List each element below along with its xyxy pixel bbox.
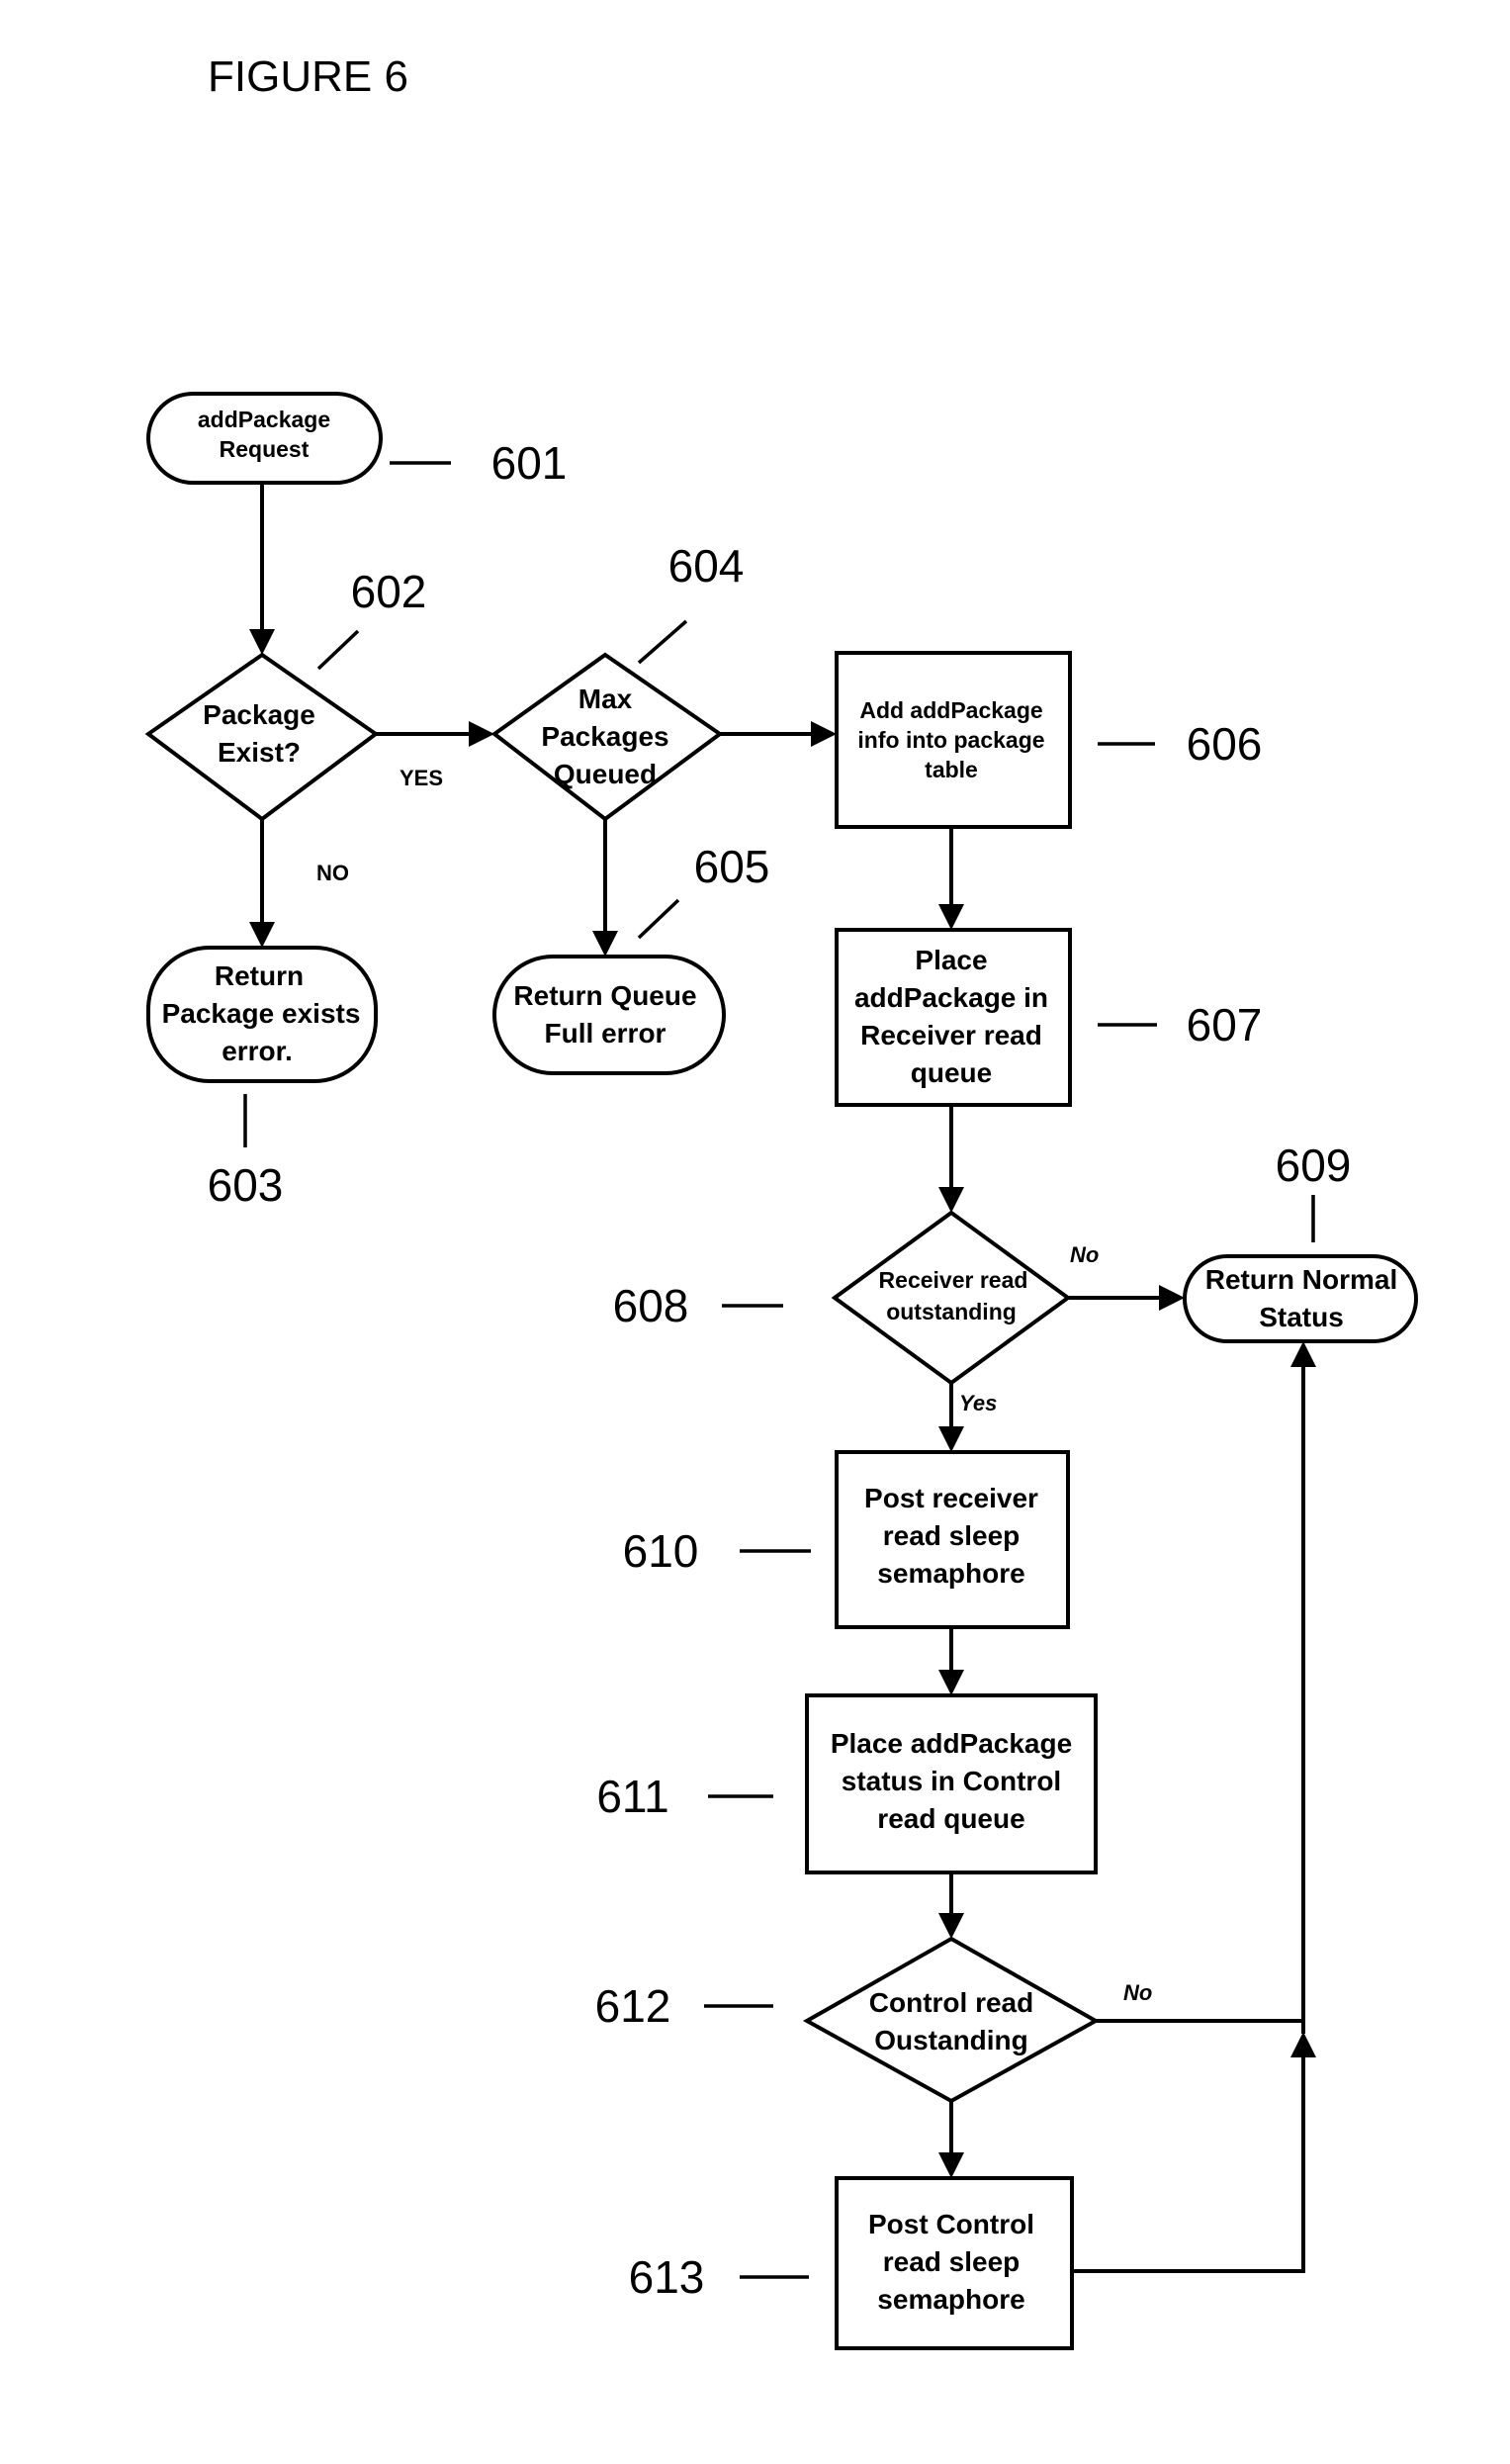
- n601-line1: addPackage: [198, 407, 330, 432]
- arrow-head: [1159, 1285, 1185, 1311]
- n606-line3: table: [925, 757, 978, 782]
- reference-numerals: 601 602 603 604 605 606 607 608 609 610 …: [208, 437, 1352, 2303]
- arrow-head: [938, 1670, 964, 1695]
- n601-line2: Request: [220, 436, 310, 462]
- n605-line2: Full error: [545, 1018, 666, 1049]
- arrow-head: [1290, 2032, 1316, 2057]
- n610-line2: read sleep: [883, 1520, 1021, 1551]
- n605-line1: Return Queue: [513, 980, 696, 1011]
- arrow-head: [938, 1913, 964, 1939]
- n613-line2: read sleep: [883, 2246, 1021, 2277]
- arrow-head: [938, 1187, 964, 1213]
- decision-608: [835, 1213, 1068, 1383]
- n608-line1: Receiver read: [879, 1267, 1028, 1293]
- decision-612: [807, 1939, 1096, 2101]
- ref-610: 610: [623, 1525, 699, 1577]
- ref-605: 605: [694, 841, 770, 892]
- n606-line2: info into package: [857, 727, 1044, 753]
- n612-line2: Oustanding: [874, 2025, 1028, 2055]
- n609-line1: Return Normal: [1205, 1264, 1397, 1295]
- edge-label-no-612: No: [1123, 1980, 1152, 2005]
- ref-611: 611: [596, 1771, 668, 1822]
- edge-613-return: [1072, 2053, 1303, 2271]
- n613-line3: semaphore: [877, 2284, 1024, 2315]
- n607-line1: Place: [915, 945, 987, 975]
- arrow-head: [592, 931, 618, 957]
- n604-line1: Max: [578, 684, 633, 714]
- n603-line2: Package exists: [162, 998, 361, 1029]
- n602-line2: Exist?: [218, 737, 301, 768]
- n606-line1: Add addPackage: [859, 697, 1042, 723]
- arrow-head: [249, 922, 275, 948]
- n611-line2: status in Control: [842, 1766, 1061, 1796]
- n612-line1: Control read: [869, 1987, 1033, 2018]
- leader-605: [639, 900, 678, 938]
- ref-613: 613: [629, 2251, 705, 2303]
- n608-line2: outstanding: [886, 1299, 1017, 1324]
- ref-602: 602: [351, 566, 427, 617]
- terminal-605: [494, 957, 724, 1073]
- arrow-head: [1290, 1341, 1316, 1367]
- n611-line3: read queue: [877, 1803, 1024, 1834]
- n610-line1: Post receiver: [864, 1483, 1038, 1513]
- ref-607: 607: [1187, 999, 1263, 1050]
- n607-line4: queue: [911, 1057, 992, 1088]
- n604-line2: Packages: [541, 721, 668, 752]
- n611-line1: Place addPackage: [831, 1728, 1072, 1759]
- n609-line2: Status: [1259, 1302, 1344, 1332]
- arrow-head: [938, 1426, 964, 1452]
- connectors: [249, 482, 1316, 2271]
- arrow-head: [811, 721, 837, 747]
- n603-line1: Return: [215, 960, 304, 991]
- n610-line3: semaphore: [877, 1558, 1024, 1589]
- arrow-head: [249, 629, 275, 655]
- n607-line2: addPackage in: [854, 982, 1048, 1013]
- arrow-head: [469, 721, 494, 747]
- edge-label-no-608: No: [1070, 1242, 1099, 1267]
- n604-line3: Queued: [554, 759, 657, 789]
- figure-title: FIGURE 6: [208, 52, 408, 101]
- ref-603: 603: [208, 1159, 284, 1211]
- n603-line3: error.: [222, 1036, 293, 1066]
- arrow-head: [938, 2152, 964, 2178]
- leader-604: [639, 621, 686, 663]
- arrow-head: [938, 904, 964, 930]
- ref-612: 612: [595, 1980, 671, 2032]
- ref-601: 601: [491, 437, 568, 489]
- edge-label-yes-608: Yes: [959, 1391, 997, 1415]
- leader-602: [318, 631, 358, 669]
- edge-label-no: NO: [316, 861, 349, 885]
- n613-line1: Post Control: [868, 2209, 1034, 2239]
- ref-608: 608: [613, 1280, 689, 1331]
- n607-line3: Receiver read: [860, 1020, 1042, 1050]
- n602-line1: Package: [203, 699, 315, 730]
- ref-606: 606: [1187, 718, 1263, 770]
- ref-604: 604: [668, 540, 745, 592]
- ref-609: 609: [1276, 1140, 1352, 1191]
- edge-label-yes: YES: [400, 766, 443, 790]
